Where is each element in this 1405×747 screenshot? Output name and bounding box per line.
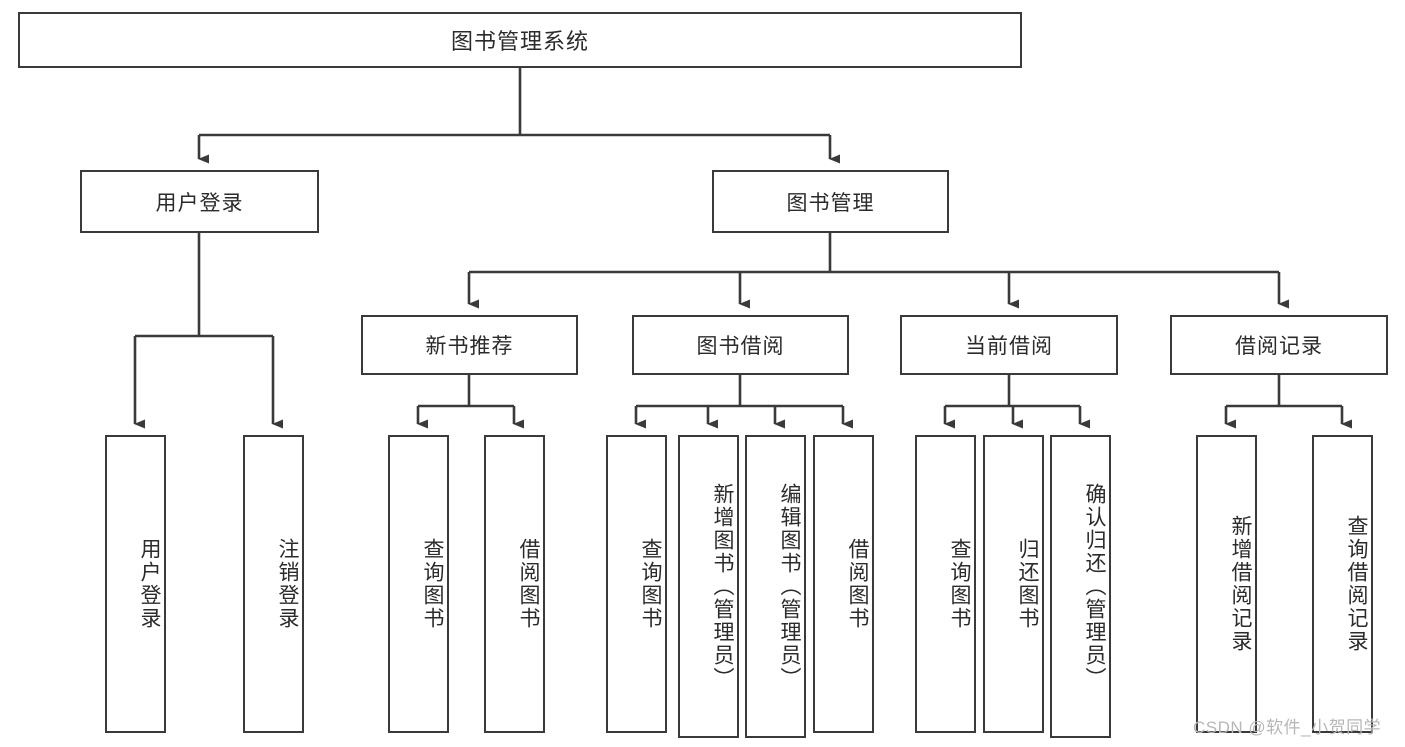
node-leaf-用户登录: 用户登录 (105, 435, 166, 733)
node-leaf-归还图书: 归还图书 (983, 435, 1044, 733)
node-level3-借阅记录: 借阅记录 (1170, 315, 1388, 375)
node-label: 用户登录 (138, 538, 161, 630)
node-leaf-新增图书管理员: 新增图书（管理员） (678, 435, 739, 738)
node-leaf-查询图书: 查询图书 (606, 435, 667, 733)
node-label: 用户登录 (155, 191, 244, 215)
node-level3-新书推荐: 新书推荐 (361, 315, 578, 375)
node-label: 图书管理 (786, 191, 875, 215)
node-leaf-借阅图书: 借阅图书 (813, 435, 874, 733)
node-label: 图书管理系统 (450, 29, 589, 54)
node-label: 注销登录 (276, 538, 299, 630)
node-leaf-编辑图书管理员: 编辑图书（管理员） (745, 435, 806, 738)
node-leaf-确认归还管理员: 确认归还（管理员） (1050, 435, 1111, 738)
node-leaf-查询图书: 查询图书 (388, 435, 449, 733)
node-label: 归还图书 (1016, 538, 1039, 630)
node-level3-图书借阅: 图书借阅 (632, 315, 849, 375)
node-root-图书管理系统: 图书管理系统 (18, 12, 1022, 68)
node-label: 编辑图书（管理员） (778, 483, 801, 690)
node-label: 查询图书 (421, 538, 444, 630)
node-leaf-借阅图书: 借阅图书 (484, 435, 545, 733)
node-level2-用户登录: 用户登录 (80, 170, 319, 233)
node-label: 图书借阅 (696, 335, 785, 358)
node-label: 新书推荐 (425, 335, 514, 358)
node-label: 确认归还（管理员） (1083, 483, 1106, 690)
csdn-watermark: CSDN @软件_小贺同学 (1193, 718, 1382, 737)
node-label: 新增图书（管理员） (711, 483, 734, 690)
node-level2-图书管理: 图书管理 (712, 170, 949, 233)
node-label: 借阅记录 (1235, 335, 1323, 358)
node-leaf-注销登录: 注销登录 (243, 435, 304, 733)
node-leaf-查询图书: 查询图书 (915, 435, 976, 733)
node-leaf-新增借阅记录: 新增借阅记录 (1196, 435, 1257, 733)
node-label: 查询图书 (639, 538, 662, 630)
node-label: 查询借阅记录 (1345, 515, 1368, 653)
node-label: 借阅图书 (846, 538, 869, 630)
node-label: 当前借阅 (965, 335, 1053, 358)
node-level3-当前借阅: 当前借阅 (900, 315, 1118, 375)
node-label: 查询图书 (948, 538, 971, 630)
node-leaf-查询借阅记录: 查询借阅记录 (1312, 435, 1373, 733)
node-label: 新增借阅记录 (1229, 515, 1252, 653)
node-label: 借阅图书 (517, 538, 540, 630)
